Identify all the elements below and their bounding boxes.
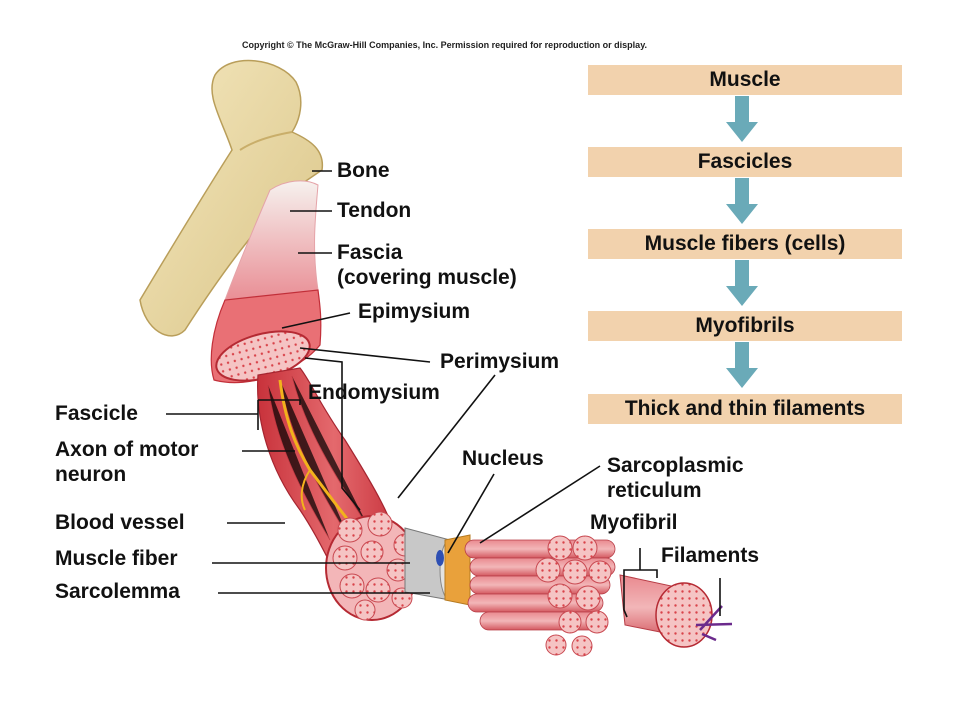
- leader-lines: [166, 170, 721, 618]
- label-sarcoplasmic: Sarcoplasmic: [607, 454, 744, 477]
- label-epimysium: Epimysium: [358, 300, 471, 323]
- label-nucleus: Nucleus: [462, 447, 544, 470]
- label-filaments: Filaments: [661, 544, 760, 567]
- label-fascia-sub: (covering muscle): [337, 266, 517, 289]
- label-bone: Bone: [337, 159, 390, 182]
- copyright-notice: Copyright © The McGraw-Hill Companies, I…: [242, 40, 648, 50]
- motor-axon: [278, 379, 354, 526]
- myofibril-end: [655, 582, 713, 648]
- label-tendon: Tendon: [337, 199, 412, 222]
- label-fascia: Fascia: [337, 241, 403, 264]
- label-reticulum: reticulum: [607, 479, 702, 502]
- hierarchy-step-myofibrils: Myofibrils: [588, 311, 902, 341]
- myofibril-bundle: [464, 535, 616, 657]
- axon-branch: [300, 469, 311, 511]
- hierarchy-step-fascicles: Fascicles: [588, 147, 902, 177]
- label-perimysium: Perimysium: [440, 350, 560, 373]
- hierarchy-step-muscle-fibers: Muscle fibers (cells): [588, 229, 902, 259]
- hierarchy-step-filaments: Thick and thin filaments: [588, 394, 902, 424]
- bone-shape: [139, 59, 324, 337]
- label-sarcolemma: Sarcolemma: [55, 580, 180, 603]
- label-fascicle: Fascicle: [55, 402, 138, 425]
- label-blood-vessel: Blood vessel: [55, 511, 185, 534]
- label-endomysium: Endomysium: [308, 381, 440, 404]
- label-myofibril: Myofibril: [590, 511, 678, 534]
- nucleus-blob: [436, 550, 444, 566]
- hierarchy-arrows: [726, 96, 758, 388]
- hierarchy-step-muscle: Muscle: [588, 65, 902, 95]
- label-axon-sub: neuron: [55, 463, 127, 486]
- filament-strands: [695, 605, 733, 642]
- label-axon: Axon of motor: [55, 438, 199, 461]
- label-muscle-fiber: Muscle fiber: [55, 547, 178, 570]
